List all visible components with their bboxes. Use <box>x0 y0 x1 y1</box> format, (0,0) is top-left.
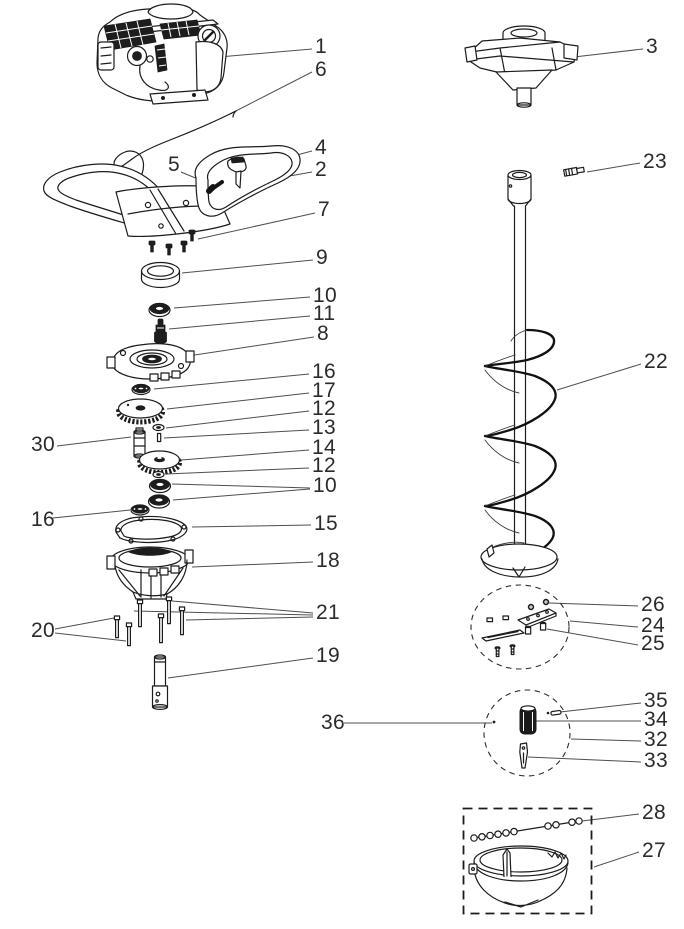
callout-label-11: 11 <box>313 302 336 326</box>
callout-label-36: 36 <box>321 711 345 735</box>
leader-lines <box>52 48 644 868</box>
part-pinion-shaft <box>133 427 146 459</box>
callout-label-10a: 10 <box>313 284 337 308</box>
part-needle-bearing-lower <box>130 504 150 516</box>
callout-label-16b: 16 <box>31 508 55 532</box>
callout-label-16a: 16 <box>312 360 336 384</box>
part-bolts-short <box>113 615 133 647</box>
part-output-shaft <box>151 654 169 710</box>
callout-label-23: 23 <box>643 150 667 174</box>
part-shear-bolt <box>563 166 585 177</box>
callout-label-26: 26 <box>641 593 665 617</box>
callout-label-17: 17 <box>312 379 336 403</box>
callout-label-12a: 12 <box>312 397 336 421</box>
callout-label-27: 27 <box>642 839 666 863</box>
callout-label-12b: 12 <box>312 454 336 478</box>
callout-label-32: 32 <box>644 728 668 752</box>
callout-label-21: 21 <box>316 601 340 625</box>
callout-label-1: 1 <box>315 35 327 59</box>
callout-label-34: 34 <box>644 708 668 732</box>
part-engine <box>96 3 228 105</box>
callout-label-14: 14 <box>312 436 336 460</box>
callout-label-8: 8 <box>317 322 329 346</box>
callout-label-22: 22 <box>644 350 668 374</box>
part-grease-fitting <box>154 318 167 344</box>
part-bearing-upper <box>148 302 171 318</box>
part-bearing-pair <box>147 478 172 509</box>
part-blade-kit <box>470 584 570 670</box>
part-boot-kit <box>462 807 593 915</box>
callout-label-18: 18 <box>316 549 340 573</box>
callout-label-7: 7 <box>318 198 330 222</box>
part-gearcase-housing <box>106 546 194 600</box>
callout-label-30: 30 <box>31 433 55 457</box>
callout-label-28: 28 <box>642 801 666 825</box>
callout-label-6: 6 <box>315 58 327 82</box>
part-washer-upper <box>152 423 165 432</box>
callout-label-5: 5 <box>168 153 180 177</box>
callout-label-19: 19 <box>316 644 340 668</box>
part-point-kit <box>483 689 571 777</box>
callout-label-24: 24 <box>641 614 665 638</box>
part-bolts-long <box>136 596 186 644</box>
callout-label-2: 2 <box>315 158 327 182</box>
part-transmission <box>464 25 579 108</box>
part-mount-screws <box>148 229 196 256</box>
part-gearcase-cover <box>106 343 195 382</box>
callout-label-13: 13 <box>312 416 336 440</box>
part-handlebar <box>43 145 301 237</box>
callout-label-4: 4 <box>315 136 327 160</box>
callout-label-25: 25 <box>641 632 665 656</box>
callout-label-3: 3 <box>646 35 658 59</box>
part-spacer-ring <box>140 261 181 289</box>
callout-label-20: 20 <box>31 619 55 643</box>
callout-label-9: 9 <box>316 246 328 270</box>
part-auger <box>480 169 559 578</box>
part-washer-lower <box>152 470 165 479</box>
callout-label-10b: 10 <box>313 474 337 498</box>
callout-label-15: 15 <box>314 512 338 536</box>
part-key-pin <box>156 432 162 443</box>
part-gasket <box>115 515 188 544</box>
part-needle-bearing-upper <box>131 383 151 396</box>
callout-label-35: 35 <box>644 689 668 713</box>
part-gear-large <box>116 398 165 425</box>
callout-label-33: 33 <box>644 749 668 773</box>
part-gear-small <box>137 450 182 475</box>
